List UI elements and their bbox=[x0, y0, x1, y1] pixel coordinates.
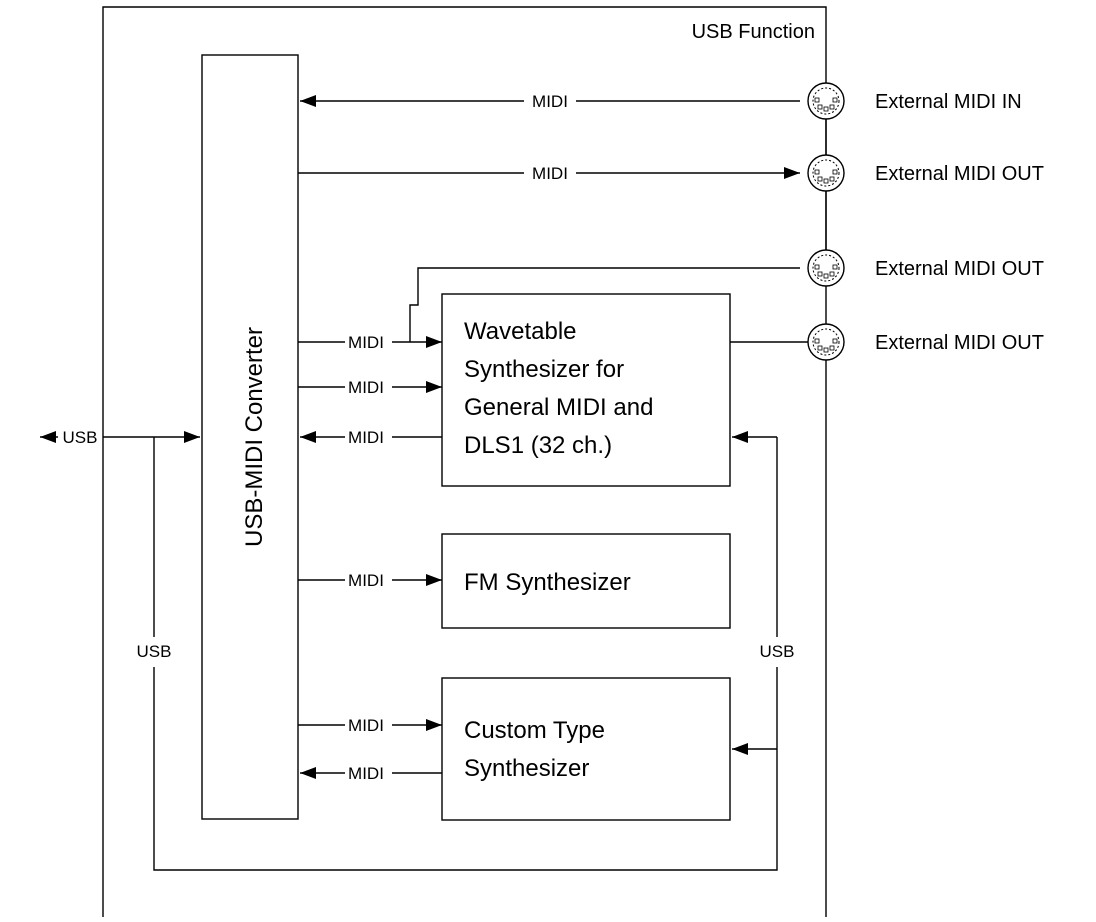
external-port-label-2: External MIDI OUT bbox=[875, 163, 1044, 185]
wavetable-line-2: Synthesizer for bbox=[464, 356, 624, 383]
wavetable-line-3: General MIDI and bbox=[464, 394, 653, 421]
fm-synthesizer-label: FM Synthesizer bbox=[464, 569, 631, 596]
wavetable-line-1: Wavetable bbox=[464, 318, 577, 345]
usb-bus-right-label: USB bbox=[760, 642, 795, 661]
external-port-label-1: External MIDI IN bbox=[875, 91, 1022, 113]
wt-back-midi-label: MIDI bbox=[348, 428, 384, 447]
fm-in-midi-label: MIDI bbox=[348, 571, 384, 590]
function-label-bg bbox=[648, 16, 818, 44]
external-port-label-3: External MIDI OUT bbox=[875, 258, 1044, 280]
ext-midi-in-midi-label: MIDI bbox=[532, 92, 568, 111]
usb-function-label: USB Function bbox=[692, 21, 815, 43]
usb-external-label: USB bbox=[63, 428, 98, 447]
wt-in1-midi-label: MIDI bbox=[348, 333, 384, 352]
midi-out-connector-icon-1 bbox=[807, 154, 845, 192]
custom-type-synthesizer-block bbox=[441, 677, 731, 821]
wavetable-synthesizer-block bbox=[441, 293, 731, 487]
ext-midi-out1-midi-label: MIDI bbox=[532, 164, 568, 183]
wt-in2-midi-label: MIDI bbox=[348, 378, 384, 397]
usb-midi-converter-label: USB-MIDI Converter bbox=[241, 327, 268, 547]
midi-out-connector-icon-2 bbox=[807, 249, 845, 287]
external-port-label-4: External MIDI OUT bbox=[875, 332, 1044, 354]
midi-out-connector-icon-3 bbox=[807, 323, 845, 361]
fm-synthesizer-block bbox=[441, 533, 731, 629]
usb-bus-left-label: USB bbox=[137, 642, 172, 661]
custom-in-midi-label: MIDI bbox=[348, 716, 384, 735]
usb-midi-converter-block bbox=[201, 54, 299, 820]
custom-line-2: Synthesizer bbox=[464, 755, 589, 782]
custom-line-1: Custom Type bbox=[464, 717, 605, 744]
usb-function-frame bbox=[102, 6, 827, 917]
wavetable-line-4: DLS1 (32 ch.) bbox=[464, 432, 612, 459]
usb-bus-loop bbox=[153, 667, 778, 871]
midi-in-connector-icon bbox=[807, 82, 845, 120]
ext-midi-out2-tap-line bbox=[409, 267, 800, 342]
custom-back-midi-label: MIDI bbox=[348, 764, 384, 783]
